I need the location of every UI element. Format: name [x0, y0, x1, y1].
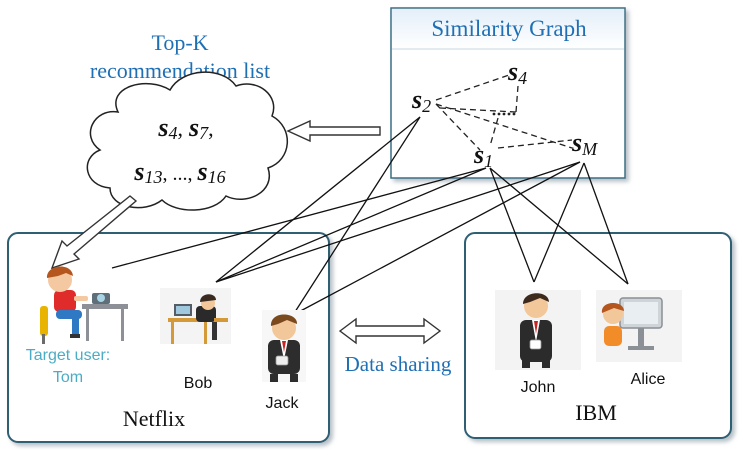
top-k-label: Top-K recommendation list [90, 30, 270, 83]
edge-s2-s1 [435, 103, 481, 151]
netflix-label: Netflix [123, 406, 185, 431]
john-avatar [495, 290, 581, 370]
node-s2: s2 [411, 85, 431, 116]
graph-to-list-arrow [286, 119, 381, 143]
edge-s4-center [515, 85, 519, 113]
data-sharing-arrow [338, 317, 442, 345]
jack-avatar [262, 310, 306, 382]
data-sharing-label: Data sharing [345, 352, 452, 376]
edge-s1-sM [497, 139, 573, 149]
edge-s2-center [439, 107, 517, 113]
edge-center-s1 [489, 117, 499, 147]
target-user-label-line2: Tom [53, 369, 83, 386]
bob-avatar [160, 288, 231, 344]
edge-s2-s4 [435, 73, 513, 101]
target-user-label-line1: Target user: [26, 347, 110, 364]
recommendation-cloud [86, 71, 288, 211]
similarity-graph-title: Similarity Graph [431, 16, 587, 41]
list-to-target-arrow [50, 195, 138, 270]
recommendation-line-1: s4,s7, [157, 113, 213, 143]
node-s4: s4 [507, 57, 527, 88]
ibm-label: IBM [575, 400, 617, 425]
node-sM: sM [571, 128, 598, 159]
recommendation-line-2: s13, ..., s16 [133, 157, 225, 187]
similarity-graph-panel: Similarity Graph [390, 7, 626, 179]
user-label-john: John [521, 379, 556, 396]
user-label-alice: Alice [631, 371, 666, 388]
node-s1: s1 [473, 140, 493, 171]
edge-s2-sM [435, 103, 573, 149]
user-label-bob: Bob [184, 375, 213, 392]
user-label-jack: Jack [266, 395, 300, 412]
tom-avatar [40, 266, 128, 344]
graph-edges [435, 73, 573, 151]
user-node-links [111, 116, 629, 316]
graph-ellipsis [492, 112, 516, 116]
alice-avatar [596, 290, 682, 362]
svg-text:Top-K: Top-K [151, 30, 208, 55]
